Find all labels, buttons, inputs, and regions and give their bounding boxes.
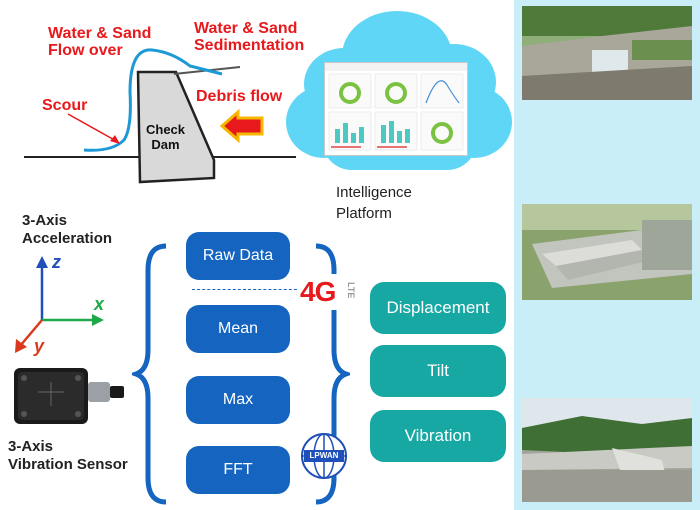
lte-label: LTE — [346, 282, 356, 299]
left-brace-icon — [132, 243, 167, 505]
displacement-button[interactable]: Displacement — [370, 282, 506, 334]
check-dam-photo-2 — [522, 204, 692, 300]
max-button[interactable]: Max — [186, 376, 290, 424]
platform-label: Intelligence Platform — [336, 184, 412, 222]
vibration-button[interactable]: Vibration — [370, 410, 506, 462]
axes-icon — [15, 256, 104, 353]
scour-label: Scour — [42, 97, 88, 114]
fft-button[interactable]: FFT — [186, 446, 290, 494]
lpwan-label: LPWAN — [309, 451, 339, 460]
check-dam-label: Check Dam — [146, 122, 186, 152]
dashed-divider — [192, 289, 302, 290]
axis-z-label: z — [52, 252, 61, 272]
debris-flow-label: Debris flow — [196, 88, 283, 105]
axis-x-label: x — [94, 294, 105, 314]
lpwan-icon: LPWAN — [300, 432, 348, 480]
raw-data-button[interactable]: Raw Data — [186, 232, 290, 280]
check-dam-photo-3 — [522, 398, 692, 502]
vibration-sensor-icon — [14, 368, 124, 424]
tilt-button[interactable]: Tilt — [370, 345, 506, 397]
check-dam-body — [136, 70, 216, 184]
dashboard-thumbnail-icon — [325, 63, 467, 151]
axis-y-label: y — [34, 336, 45, 356]
dashboard-screenshot — [324, 62, 468, 156]
right-brace-icon — [315, 243, 350, 505]
4g-lte-icon: 4G LTE — [298, 274, 364, 310]
axis-title: 3-Axis Acceleration — [22, 212, 113, 247]
4g-label: 4G — [300, 276, 336, 307]
debris-flow-arrow — [219, 108, 264, 144]
sensor-label: 3-Axis Vibration Sensor — [8, 438, 128, 473]
sedimentation-label: Water & Sand Sedimentation — [194, 20, 305, 54]
flow-over-label: Water & Sand Flow over — [48, 25, 152, 59]
check-dam-photo-1 — [522, 6, 692, 100]
check-dam-diagram — [24, 48, 296, 184]
photo-panel — [514, 0, 700, 510]
mean-button[interactable]: Mean — [186, 305, 290, 353]
